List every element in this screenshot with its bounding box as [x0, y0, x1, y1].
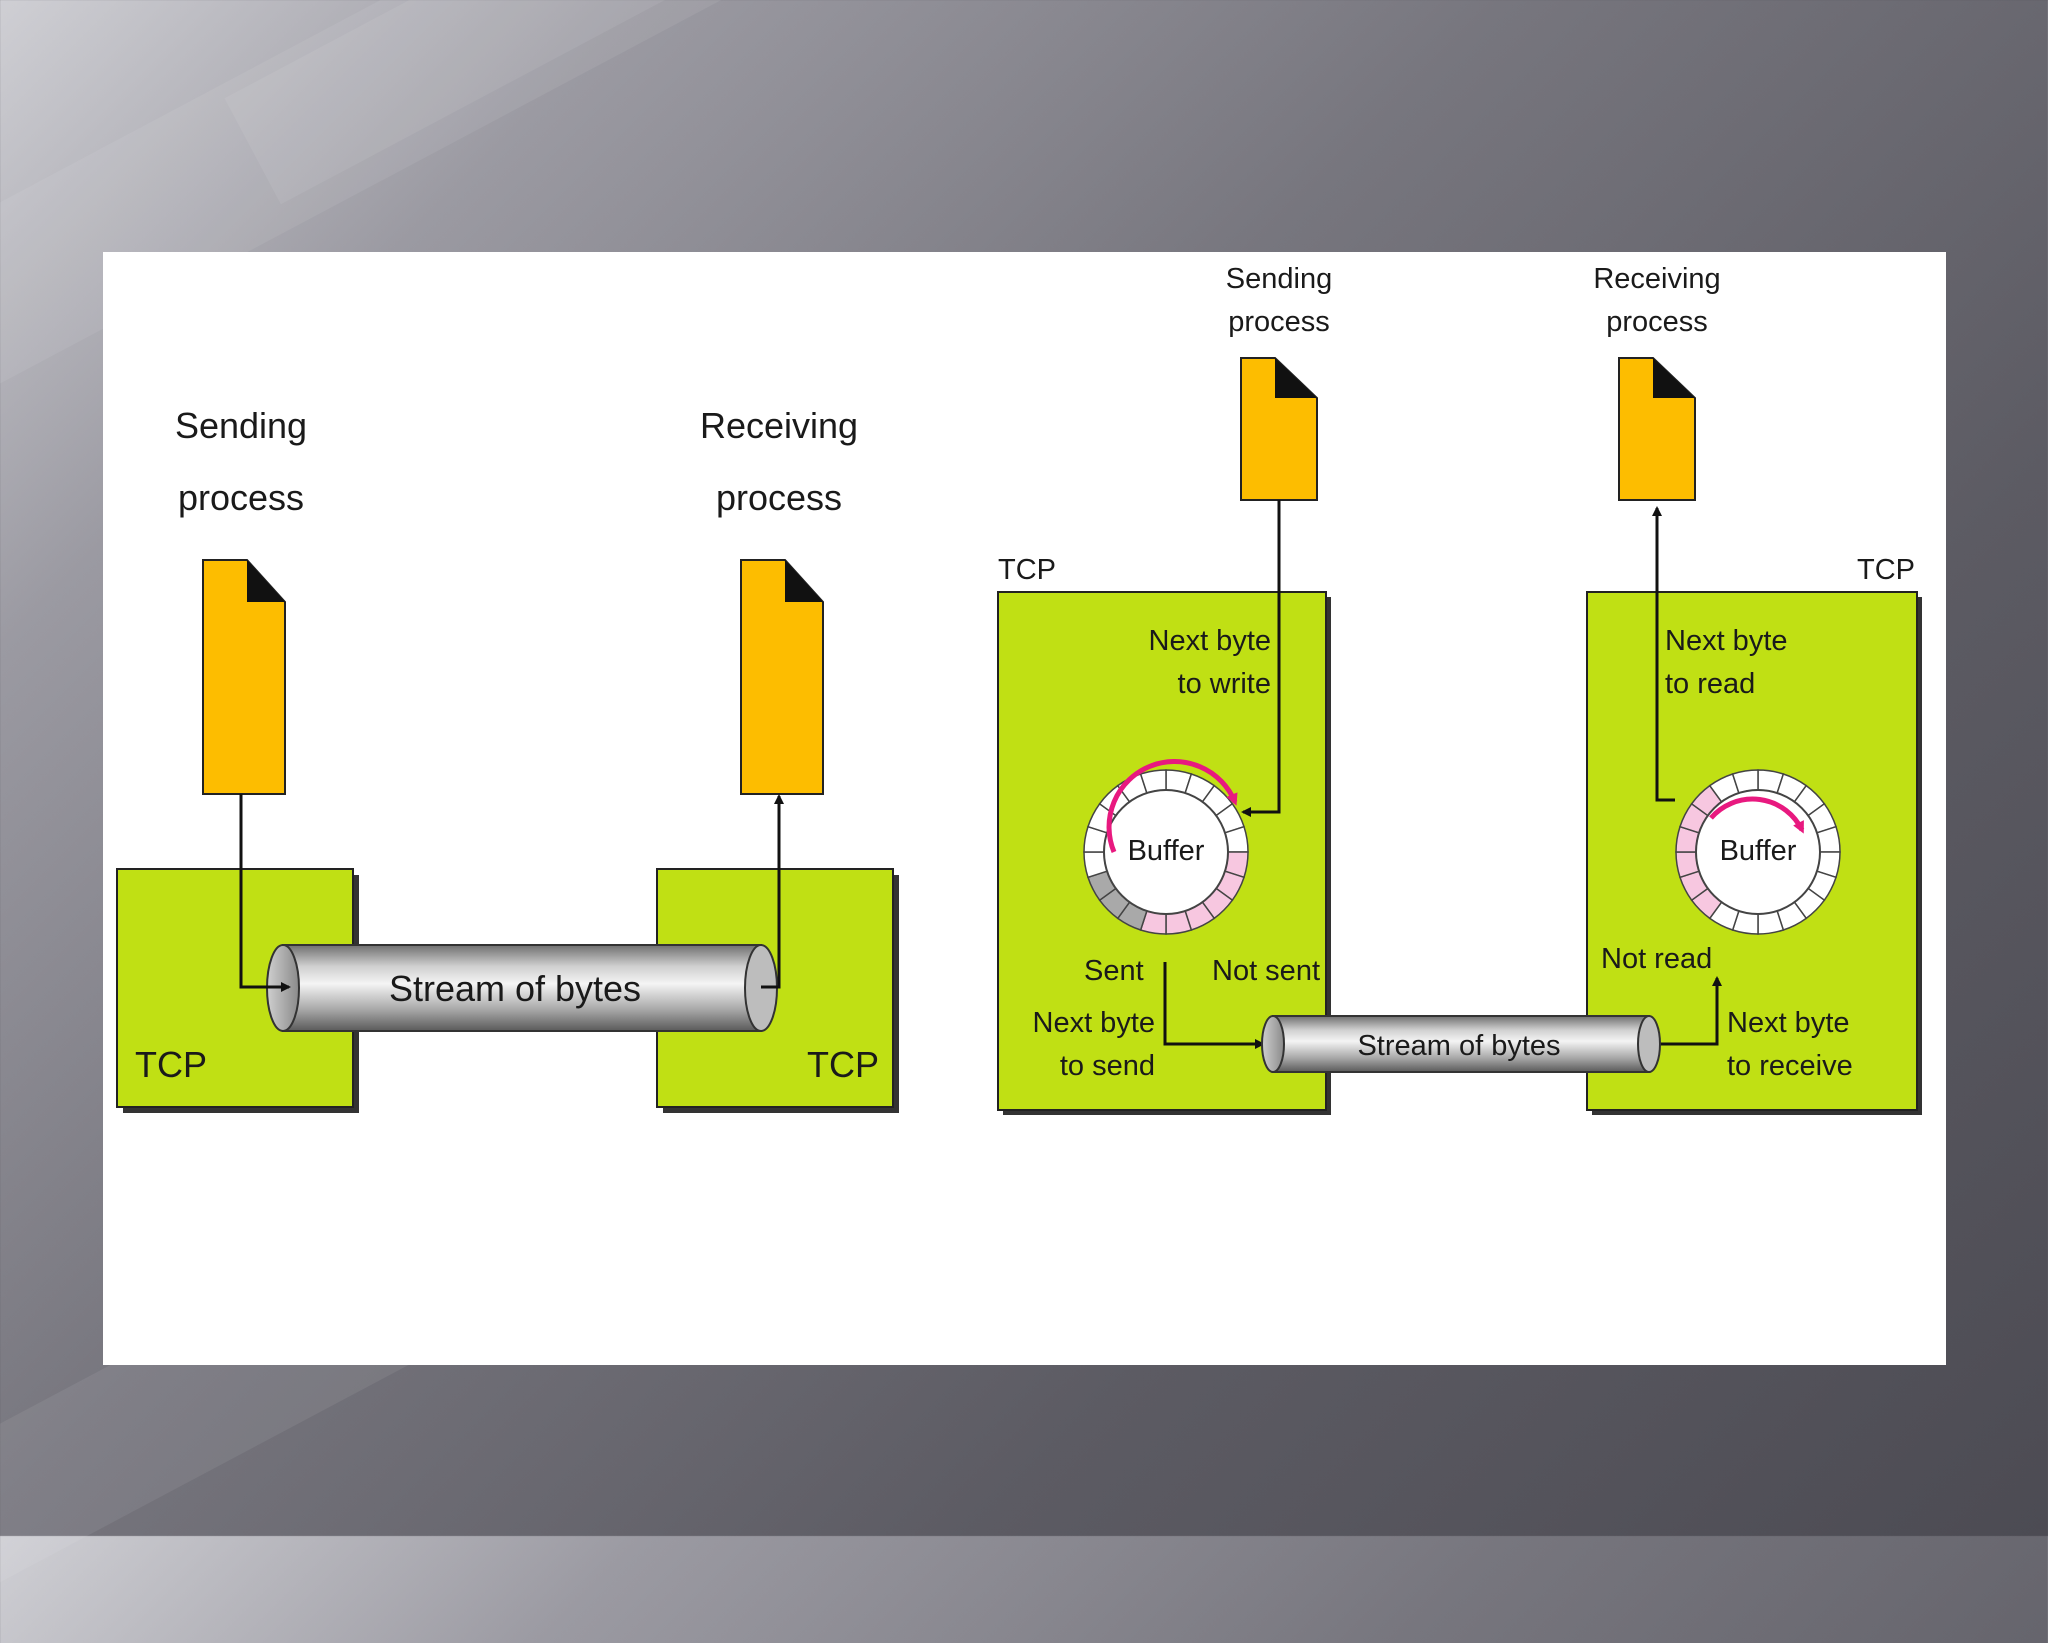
left-sending-label-1: Sending	[175, 405, 307, 446]
right-tcp-label-receiver: TCP	[1857, 554, 1915, 586]
next-byte-to-send-label-2: to send	[1060, 1050, 1155, 1082]
left-receiving-label-2: process	[716, 477, 842, 518]
sender-buffer-direction-arrow	[1106, 759, 1238, 853]
receiver-buffer-label: Buffer	[1720, 835, 1797, 867]
left-sending-label-2: process	[178, 477, 304, 518]
not-read-label: Not read	[1601, 943, 1712, 975]
next-byte-to-write-label-2: to write	[1178, 668, 1271, 700]
right-diagram: Sending process Receiving process TCP TC…	[997, 263, 1922, 1115]
next-byte-to-receive-label-1: Next byte	[1727, 1007, 1850, 1039]
right-receiving-label-2: process	[1606, 306, 1708, 338]
receiver-buffer-center	[1695, 789, 1821, 915]
left-receiving-label-1: Receiving	[700, 405, 858, 446]
right-receiving-label-1: Receiving	[1593, 263, 1720, 295]
sender-buffer-label: Buffer	[1128, 835, 1205, 867]
next-byte-to-receive-label-2: to receive	[1727, 1050, 1853, 1082]
sender-buffer-center	[1103, 789, 1229, 915]
next-byte-to-write-label-1: Next byte	[1149, 625, 1272, 657]
receiver-buffer-ring	[1675, 769, 1841, 935]
left-tcp-label-receiver: TCP	[807, 1044, 879, 1085]
right-tcp-label-sender: TCP	[998, 554, 1056, 586]
left-tcp-label-sender: TCP	[135, 1044, 207, 1085]
not-sent-label: Not sent	[1212, 955, 1320, 987]
next-byte-to-read-label-2: to read	[1665, 668, 1755, 700]
left-diagram: Sending process Receiving process Stream…	[116, 405, 899, 1113]
figure-svg: Sending process Receiving process Stream…	[116, 263, 1922, 1115]
left-stream-label: Stream of bytes	[389, 968, 641, 1009]
receiver-buffer-direction-arrow	[1709, 796, 1805, 834]
tcp-stream-figure: Sending process Receiving process Stream…	[103, 252, 1946, 1365]
sent-label: Sent	[1084, 955, 1144, 987]
right-sending-label-2: process	[1228, 306, 1330, 338]
right-sending-label-1: Sending	[1226, 263, 1332, 295]
next-byte-to-send-label-1: Next byte	[1033, 1007, 1156, 1039]
left-receiving-process-icon	[740, 559, 824, 795]
left-sending-process-icon	[202, 559, 286, 795]
next-byte-to-read-label-1: Next byte	[1665, 625, 1788, 657]
right-stream-label: Stream of bytes	[1357, 1030, 1560, 1062]
